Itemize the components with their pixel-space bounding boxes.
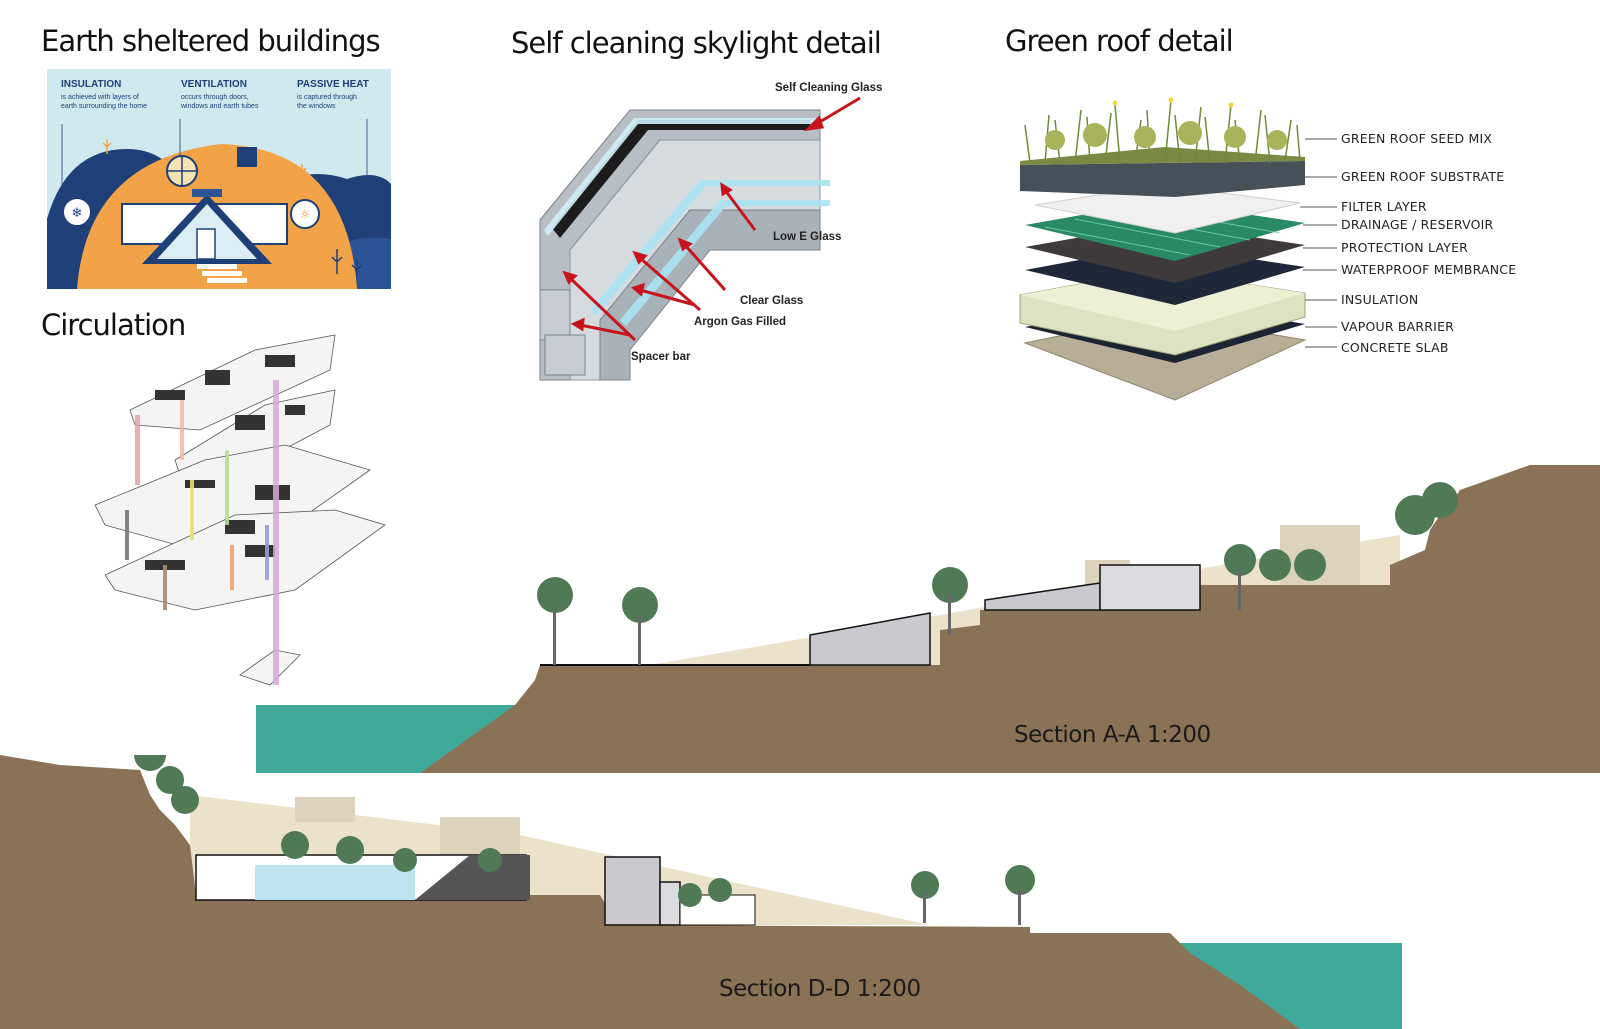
green-roof-layer-label: VAPOUR BARRIER — [1341, 319, 1455, 334]
green-roof-layer-label: GREEN ROOF SEED MIX — [1341, 131, 1493, 146]
title-green-roof: Green roof detail — [1005, 24, 1234, 58]
circulation-exploded-axonometric — [94, 334, 386, 686]
skylight-detail-diagram — [539, 96, 861, 381]
svg-text:☼: ☼ — [299, 208, 311, 223]
title-earth-sheltered: Earth sheltered buildings — [41, 24, 381, 58]
info-ventilation-title: VENTILATION — [181, 79, 247, 90]
info-insulation-text-2: earth surrounding the home — [61, 103, 147, 110]
info-passive-heat-text-1: is captured through — [297, 94, 357, 101]
palm-trees — [134, 755, 1035, 925]
title-skylight-detail: Self cleaning skylight detail — [511, 26, 882, 60]
section-a-a-label: Section A-A 1:200 — [1014, 722, 1211, 748]
skylight-label-argon-gas: Argon Gas Filled — [694, 316, 787, 328]
skylight-label-clear-glass: Clear Glass — [740, 295, 804, 307]
info-ventilation-text-1: occurs through doors, — [181, 94, 249, 101]
title-circulation: Circulation — [41, 308, 186, 342]
info-insulation-title: INSULATION — [61, 79, 122, 90]
green-roof-layer-label: PROTECTION LAYER — [1341, 240, 1469, 255]
section-d-d-label: Section D-D 1:200 — [719, 976, 921, 1002]
skylight-label-self-cleaning-glass: Self Cleaning Glass — [775, 82, 883, 94]
green-roof-layer-label: WATERPROOF MEMBRANCE — [1341, 262, 1517, 277]
earth-mass — [420, 465, 1600, 773]
green-roof-diagram — [1019, 97, 1337, 401]
info-passive-heat-title: PASSIVE HEAT — [297, 79, 369, 90]
green-roof-layer-label: CONCRETE SLAB — [1341, 340, 1449, 355]
svg-text:❄: ❄ — [72, 206, 83, 221]
palm-trees — [537, 482, 1458, 665]
skylight-label-low-e-glass: Low E Glass — [773, 231, 842, 243]
skylight-label-spacer-bar: Spacer bar — [631, 351, 691, 363]
info-insulation-text-1: is achieved with layers of — [61, 94, 139, 101]
section-d-d-drawing — [0, 755, 1402, 1029]
section-a-a-drawing — [256, 465, 1600, 773]
info-ventilation-text-2: windows and earth tubes — [181, 103, 259, 110]
earth-sheltered-infographic: ❄ ☼ INSULATION is achieved with layers o… — [47, 69, 391, 289]
green-roof-layer-label: FILTER LAYER — [1341, 199, 1427, 214]
green-roof-layer-label: INSULATION — [1341, 292, 1419, 307]
info-passive-heat-text-2: the windows — [297, 103, 336, 110]
earth-house-illustration: ❄ ☼ — [47, 119, 391, 289]
green-roof-layer-label: GREEN ROOF SUBSTRATE — [1341, 169, 1505, 184]
earth-mass — [0, 755, 1300, 1029]
green-roof-layer-label: DRAINAGE / RESERVOIR — [1341, 217, 1494, 232]
